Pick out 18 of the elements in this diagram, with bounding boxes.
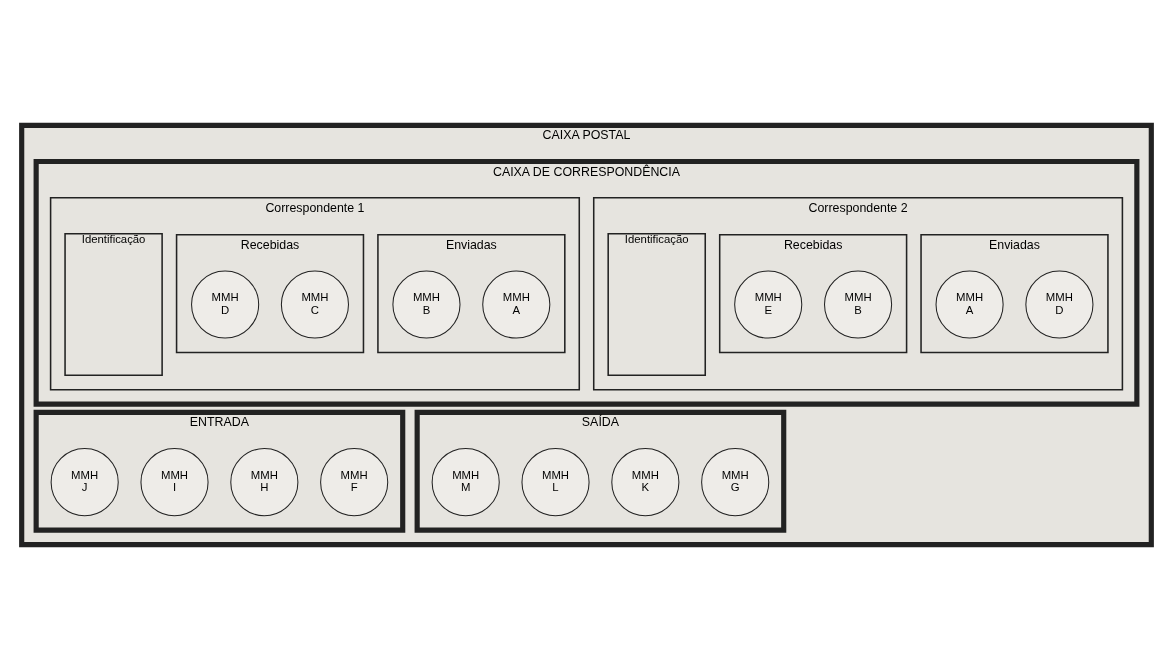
node-circle: MMH L [520, 448, 590, 517]
node-circle: MMH A [935, 270, 1004, 339]
node-circle: MMH C [280, 270, 349, 339]
node-circle: MMH A [481, 270, 550, 339]
node-circle: MMH B [823, 270, 892, 339]
node-box: Identificação [606, 233, 706, 377]
node-circle: MMH J [50, 448, 119, 517]
node-circle: MMH E [733, 270, 802, 339]
node-circle: MMH D [1024, 270, 1093, 339]
node-circle: MMH H [229, 448, 298, 517]
node-circle: MMH B [391, 270, 461, 339]
node-circle: MMH F [319, 448, 388, 517]
node-circle: MMH K [610, 448, 679, 517]
node-circle: MMH M [431, 448, 500, 517]
node-box: Identificação [63, 233, 163, 377]
node-circle: MMH G [700, 448, 769, 517]
node-circle: MMH D [190, 270, 259, 339]
node-circle: MMH I [139, 448, 209, 517]
